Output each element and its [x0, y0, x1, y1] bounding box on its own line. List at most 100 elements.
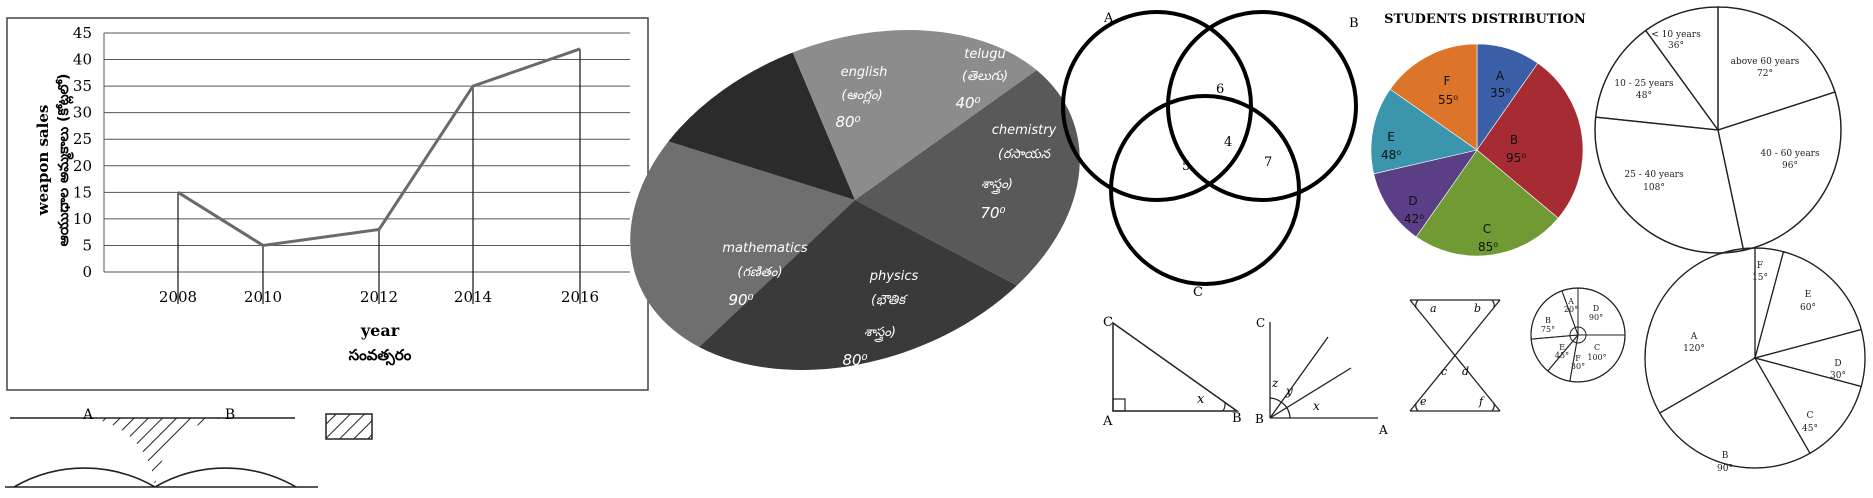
small-pie-center-ring — [1569, 326, 1587, 344]
line-chart-grid — [103, 32, 630, 273]
slice-value-c: 85⁰ — [1478, 240, 1498, 254]
pie-slice-english — [630, 141, 855, 347]
y-tick-label: 20 — [73, 157, 92, 175]
large-value-b: 90° — [1717, 464, 1733, 474]
slice-label-english-te: (ఆంగ్లం) — [841, 88, 882, 104]
pie-slice-d — [1373, 149, 1478, 238]
x-tick-label: 2016 — [561, 288, 599, 306]
large-label-f: F — [1757, 261, 1763, 271]
pie-slice-e — [1370, 88, 1478, 175]
large-value-a: 120° — [1683, 344, 1705, 354]
right-angle-marker — [1112, 398, 1126, 412]
slice-value-mathematics: 90⁰ — [728, 291, 753, 309]
angle-x-arc — [1222, 401, 1226, 412]
slice-value-telugu: 40⁰ — [955, 94, 980, 112]
slice-value-physics: 80⁰ — [842, 351, 867, 369]
y-tick-label: 30 — [73, 104, 92, 122]
slice-label-physics-te: (భౌతిక — [871, 293, 908, 308]
venn-circle-a — [1061, 10, 1253, 202]
slice-label-telugu: telugu — [964, 47, 1005, 62]
angle-y-label: y — [1285, 384, 1293, 398]
students-pie-slices — [1370, 43, 1584, 257]
slice-value-above-60: 72° — [1757, 69, 1773, 79]
slice-label-chemistry-te2: శాస్త్రం) — [981, 177, 1013, 195]
right-triangle: C A B x — [1102, 315, 1242, 429]
venn-diagram — [1061, 10, 1358, 286]
venn-label-a: A — [1103, 11, 1114, 26]
students-pie-title: STUDENTS DISTRIBUTION — [1384, 12, 1586, 27]
y-axis-label-te: ఆయుధాల అమ్మకాలు (కోట్లలో) — [55, 74, 74, 247]
hatched-region — [88, 418, 229, 487]
slice-value-under-10: 36° — [1668, 41, 1684, 51]
small-pie-labels: A 20° D 90° C 100° F 30° E 45° B 75° — [1541, 297, 1607, 371]
small-label-b: B — [1545, 316, 1551, 325]
large-label-b: B — [1722, 451, 1729, 461]
hourglass-labels: a b c d e f — [1420, 302, 1485, 408]
slice-label-english: english — [841, 65, 888, 80]
large-pie-slices — [1644, 247, 1866, 469]
slice-value-d: 42⁰ — [1404, 212, 1424, 226]
small-value-a: 20° — [1564, 305, 1578, 314]
y-tick-label: 15 — [73, 183, 92, 201]
large-label-c: C — [1807, 411, 1814, 421]
slice-value-10-25: 48° — [1636, 91, 1652, 101]
venn-label-b: B — [1349, 16, 1359, 31]
small-label-c: C — [1594, 343, 1600, 352]
angle-a-label: a — [1430, 302, 1437, 315]
pie-slice-f — [1389, 43, 1478, 151]
diag-2 — [1409, 299, 1501, 412]
y-tick-label: 25 — [73, 130, 92, 148]
pie-slice-c — [1415, 149, 1559, 257]
large-value-d: 30° — [1830, 371, 1846, 381]
angle-d-label: d — [1462, 365, 1469, 378]
small-pie-outline — [1530, 287, 1626, 383]
angle-f-label: f — [1478, 395, 1485, 408]
slice-value-english: 80⁰ — [835, 113, 860, 131]
slice-label-telugu-te: (తెలుగు) — [962, 69, 1008, 84]
slice-label-mathematics-te: (గణితం) — [737, 265, 782, 280]
subject-pie-chart: english (ఆంగ్లం) 80⁰ telugu (తెలుగు) 40⁰… — [630, 30, 1080, 370]
y-axis-label: weapon sales — [34, 105, 52, 217]
pie-slice-b — [1476, 62, 1584, 219]
arc-e — [1415, 402, 1419, 412]
large-pie-labels: F 15° E 60° D 30° C 45° B 90° A 120° — [1683, 261, 1846, 474]
arc-f — [1491, 402, 1495, 412]
age-pie-outline — [1594, 6, 1842, 254]
small-label-d: D — [1593, 304, 1599, 313]
x-axis-label-te: సంవత్సరం — [349, 346, 412, 366]
arc-z — [1269, 397, 1282, 403]
large-label-d: D — [1834, 359, 1841, 369]
small-value-d: 90° — [1589, 313, 1603, 322]
large-value-c: 45° — [1802, 424, 1818, 434]
semicircle-diagram: A B — [5, 407, 373, 488]
slice-label-physics-te2: శాస్త్రం) — [864, 325, 896, 343]
pie-slice-25-40-years — [1594, 116, 1745, 254]
slice-value-b: 95⁰ — [1506, 151, 1526, 165]
slice-label-physics: physics — [869, 269, 919, 284]
line-chart-drop-lines — [177, 48, 581, 304]
y-tick-label: 35 — [73, 77, 92, 95]
slice-label-f: F — [1444, 74, 1451, 88]
y-tick-label: 40 — [73, 51, 92, 69]
point-a-label: A — [82, 407, 94, 423]
arc-y — [1280, 401, 1288, 409]
pie-slice-a — [1644, 247, 1756, 414]
age-pie-slices — [1594, 6, 1842, 254]
slice-label-above-60: above 60 years — [1731, 57, 1800, 67]
slice-value-40-60: 96° — [1782, 161, 1798, 171]
slice-label-chemistry: chemistry — [992, 123, 1057, 138]
pie-slice-telugu — [668, 52, 855, 200]
arc-a — [1415, 299, 1419, 309]
pie-slice-d — [1752, 328, 1866, 388]
slice-value-e: 48⁰ — [1381, 148, 1401, 162]
slice-label-mathematics: mathematics — [722, 241, 807, 256]
pie-slice-b — [1658, 357, 1811, 469]
angle-point-a: A — [1378, 423, 1388, 437]
slice-label-b: B — [1510, 133, 1518, 147]
chart-frame — [6, 17, 649, 391]
triangle-label-b: B — [1232, 411, 1242, 426]
pie-slice-40-60-years — [1717, 91, 1842, 252]
